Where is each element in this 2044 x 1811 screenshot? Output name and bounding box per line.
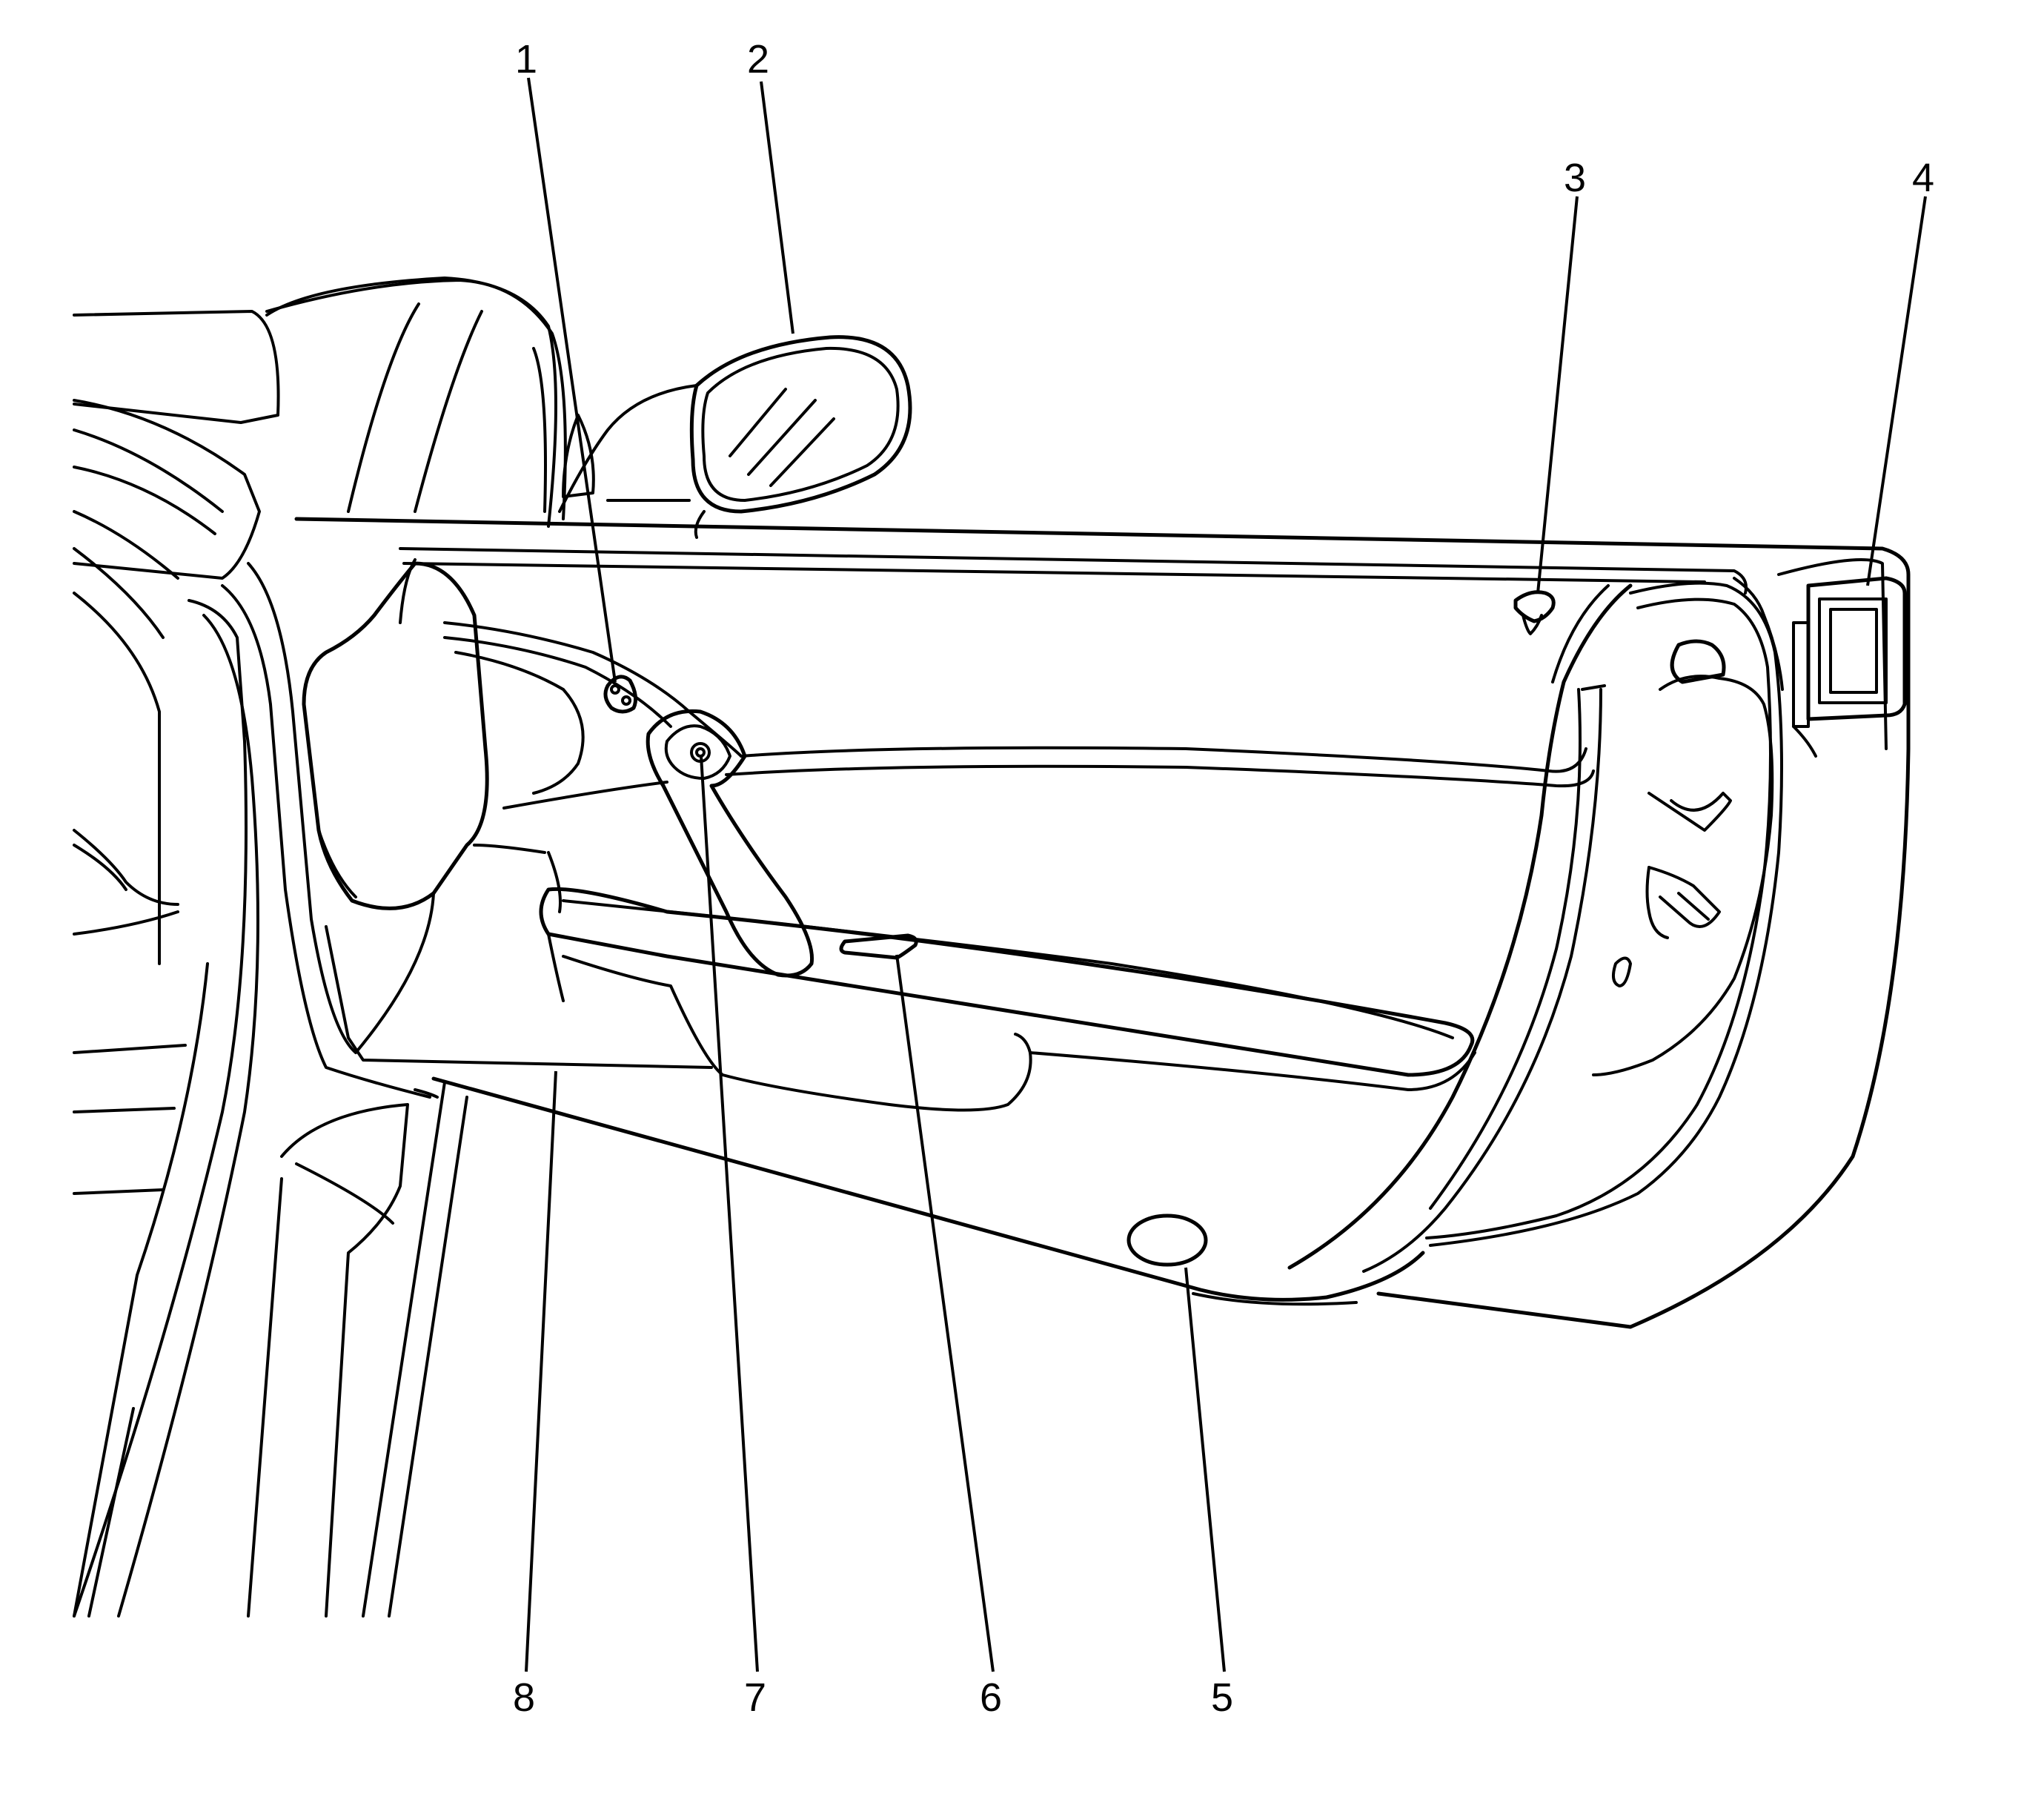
door-rear-edge (1287, 577, 1784, 1273)
leader-line-2 (760, 81, 794, 334)
outside-mirror (558, 335, 912, 539)
seat-outline (265, 279, 595, 520)
dashboard-outline (73, 277, 557, 1195)
callout-labels: 1 2 3 4 5 6 7 8 (513, 37, 1934, 1720)
map-pocket (721, 1033, 1476, 1112)
pull-handle (646, 709, 814, 978)
mirror-switch-holes (603, 675, 638, 714)
door-opening-frame (73, 562, 468, 1618)
leader-line-6 (895, 954, 995, 1672)
armrest (539, 887, 1475, 1077)
callout-3: 3 (1564, 156, 1586, 200)
leader-line-7 (700, 755, 759, 1672)
leader-line-3 (1536, 196, 1579, 594)
callout-2: 2 (747, 37, 769, 82)
callout-7: 7 (744, 1675, 766, 1720)
door-striker-bracket (1792, 576, 1907, 758)
door-upper-trim (443, 621, 1595, 810)
leader-line-5 (1184, 1267, 1226, 1672)
speaker-grille (1126, 1214, 1208, 1267)
window-switch-opening (839, 933, 918, 960)
door-latch-pocket (1592, 639, 1774, 1076)
leader-lines (525, 77, 1927, 1672)
door-front-trim-block (302, 561, 713, 1069)
callout-6: 6 (980, 1675, 1002, 1720)
leader-line-1 (527, 77, 617, 683)
callout-4: 4 (1912, 156, 1934, 200)
door-panel-outline (294, 517, 1911, 1329)
callout-5: 5 (1211, 1675, 1233, 1720)
upper-trim-fastener (1513, 590, 1556, 635)
leader-line-4 (1866, 196, 1927, 586)
leader-line-8 (525, 1070, 557, 1672)
door-lower-contour (414, 1076, 1425, 1306)
callout-8: 8 (513, 1675, 535, 1720)
callout-1: 1 (515, 37, 537, 82)
